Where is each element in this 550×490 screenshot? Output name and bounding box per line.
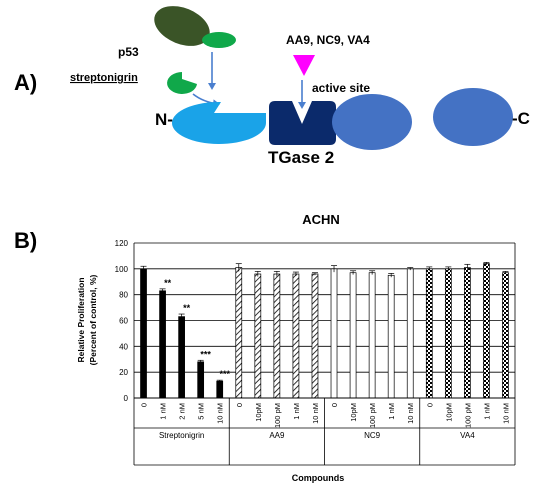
category-tick-label: 1 nM bbox=[159, 403, 168, 420]
y-tick-label: 20 bbox=[119, 368, 128, 377]
bar bbox=[330, 268, 338, 399]
category-tick-label: 0 bbox=[330, 403, 339, 407]
x-axis-label: Compounds bbox=[292, 473, 345, 483]
category-tick-label: 10 nM bbox=[311, 403, 320, 424]
category-tick-label: 10pM bbox=[444, 403, 453, 422]
category-tick-label: 10 nM bbox=[406, 403, 415, 424]
category-tick-label: 0 bbox=[140, 403, 149, 407]
category-tick-label: 10 nM bbox=[501, 403, 510, 424]
bar bbox=[464, 267, 471, 399]
bar bbox=[387, 274, 395, 399]
group-label: VA4 bbox=[460, 431, 475, 440]
streptonigrin-molecule-shape bbox=[167, 72, 197, 94]
category-tick-label: 10 nM bbox=[216, 403, 225, 424]
tgase2-domain-diagram: p53 streptonigrin AA9, NC9, VA4 active s… bbox=[70, 6, 530, 167]
n-terminus-label: N- bbox=[155, 110, 173, 129]
y-axis-label-line2: (Percent of control, %) bbox=[88, 275, 98, 366]
bar bbox=[235, 267, 243, 399]
bar bbox=[444, 268, 452, 399]
y-axis-label: Relative Proliferation (Percent of contr… bbox=[76, 275, 98, 366]
tgase2-label: TGase 2 bbox=[268, 148, 334, 167]
tgase2-n-terminal-domain bbox=[172, 101, 266, 144]
category-tick-label: 2 nM bbox=[178, 403, 187, 420]
category-tick-label: 0 bbox=[235, 403, 244, 407]
tgase2-catalytic-core-domain bbox=[269, 101, 336, 145]
group-label: NC9 bbox=[364, 431, 381, 440]
y-tick-label: 80 bbox=[119, 291, 128, 300]
bar bbox=[425, 268, 433, 399]
significance-label: *** bbox=[200, 349, 211, 359]
category-tick-label: 10pM bbox=[349, 403, 358, 422]
bar bbox=[311, 273, 319, 399]
inhibitors-label: AA9, NC9, VA4 bbox=[286, 33, 370, 47]
chart-title: ACHN bbox=[302, 212, 340, 227]
group-label: AA9 bbox=[269, 431, 285, 440]
p53-label: p53 bbox=[118, 45, 139, 59]
group-label: Streptonigrin bbox=[159, 431, 204, 440]
y-axis-label-line1: Relative Proliferation bbox=[76, 277, 86, 362]
y-tick-label: 100 bbox=[115, 265, 129, 274]
significance-label: ** bbox=[164, 278, 172, 288]
category-tick-label: 100 pM bbox=[273, 403, 282, 428]
bar bbox=[349, 272, 357, 399]
p53-protein-shape bbox=[154, 6, 210, 46]
category-tick-label: 0 bbox=[425, 403, 434, 407]
active-site-label: active site bbox=[312, 81, 370, 95]
tgase2-beta-barrel-2-domain bbox=[433, 88, 513, 146]
bar bbox=[178, 316, 185, 399]
bar bbox=[406, 268, 414, 399]
y-tick-label: 120 bbox=[115, 239, 129, 248]
bar bbox=[502, 272, 509, 399]
bar bbox=[292, 273, 300, 399]
significance-label: ** bbox=[183, 303, 191, 313]
y-tick-label: 40 bbox=[119, 342, 128, 351]
panel-a-label: A) bbox=[14, 70, 38, 95]
bar bbox=[140, 268, 147, 399]
bar bbox=[273, 273, 281, 399]
p53-binding-domain-shape bbox=[202, 32, 236, 48]
category-tick-label: 5 nM bbox=[197, 403, 206, 420]
y-tick-label: 0 bbox=[124, 394, 129, 403]
significance-label: *** bbox=[219, 369, 230, 379]
tgase2-beta-barrel-1-domain bbox=[332, 94, 412, 150]
bar bbox=[254, 273, 262, 399]
streptonigrin-label: streptonigrin bbox=[70, 72, 138, 84]
category-tick-label: 1 nM bbox=[292, 403, 301, 420]
category-tick-label: 100 pM bbox=[368, 403, 377, 428]
category-tick-label: 1 nM bbox=[482, 403, 491, 420]
c-terminus-label: -C bbox=[512, 109, 530, 128]
bar bbox=[368, 272, 376, 399]
bar bbox=[483, 263, 490, 399]
achn-proliferation-chart: ACHN Relative Proliferation (Percent of … bbox=[76, 212, 516, 483]
category-tick-label: 10pM bbox=[254, 403, 263, 422]
inhibitor-triangle-marker bbox=[293, 55, 315, 76]
y-tick-label: 60 bbox=[119, 317, 128, 326]
panel-b-label: B) bbox=[14, 228, 38, 253]
category-tick-label: 100 pM bbox=[463, 403, 472, 428]
category-tick-label: 1 nM bbox=[387, 403, 396, 420]
bar bbox=[159, 290, 166, 399]
bar bbox=[197, 361, 205, 399]
bar bbox=[216, 380, 224, 399]
